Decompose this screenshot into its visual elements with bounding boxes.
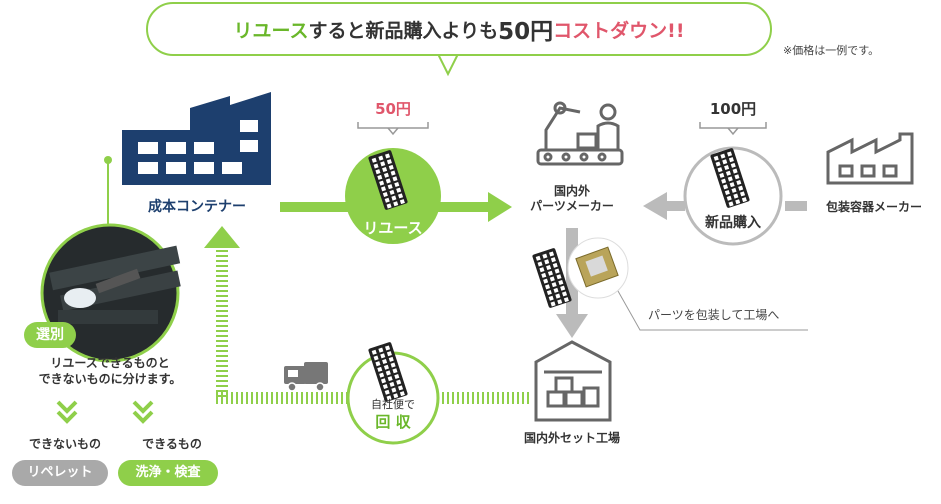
repellet-pill: リペレット [12, 460, 108, 486]
packaging-maker-label: 包装容器メーカー [825, 200, 922, 214]
wash-inspect-pill: 洗浄・検査 [118, 460, 218, 486]
banner-tail [436, 53, 460, 77]
packaging-maker-icon [826, 132, 914, 185]
price-note: ※価格は一例です。 [783, 44, 880, 57]
collection-arrow-up [204, 226, 240, 398]
parts-maker-line1: 国内外 [553, 184, 590, 198]
collect-line1: 自社便で [371, 398, 415, 411]
company-building-icon [122, 92, 271, 185]
parts-maker-icon [536, 101, 624, 166]
cannot-label: できないもの [28, 437, 101, 451]
banner-cost-down: コストダウン!! [553, 19, 685, 42]
sorting-photo-content [49, 245, 181, 324]
sorting-badge: 選別 [24, 322, 76, 348]
factory-warehouse-icon [534, 340, 612, 422]
reuse-price: 50円 [375, 100, 411, 118]
new-purchase-arrow [665, 201, 685, 211]
banner-amount: 50円 [498, 19, 554, 45]
new-purchase-price: 100円 [709, 100, 757, 118]
new-tray-icon [710, 148, 750, 208]
truck-icon [284, 362, 328, 392]
banner-reuse: リユース [233, 19, 309, 42]
parts-maker-line2: パーツメーカー [530, 199, 614, 213]
collect-line2: 回 収 [375, 413, 411, 431]
chevron-down-icon [56, 400, 154, 424]
packing-tray-icon [532, 248, 572, 308]
packing-note: パーツを包装して工場へ [648, 308, 780, 322]
headline-banner: リユース すると新品購入よりも 50円 コストダウン!! [146, 2, 772, 56]
factory-label: 国内外セット工場 [523, 431, 620, 445]
reuse-tray-icon [368, 150, 408, 210]
banner-text: すると新品購入よりも [308, 19, 499, 42]
sorting-line2: できないものに分けます。 [38, 372, 182, 386]
collect-tray-icon [368, 342, 408, 402]
reuse-label: リユース [363, 219, 423, 237]
sorting-line1: リユースできるものと [50, 356, 170, 370]
company-name: 成本コンテナー [148, 199, 246, 215]
new-purchase-label: 新品購入 [705, 215, 761, 231]
can-label: できるもの [142, 437, 202, 451]
